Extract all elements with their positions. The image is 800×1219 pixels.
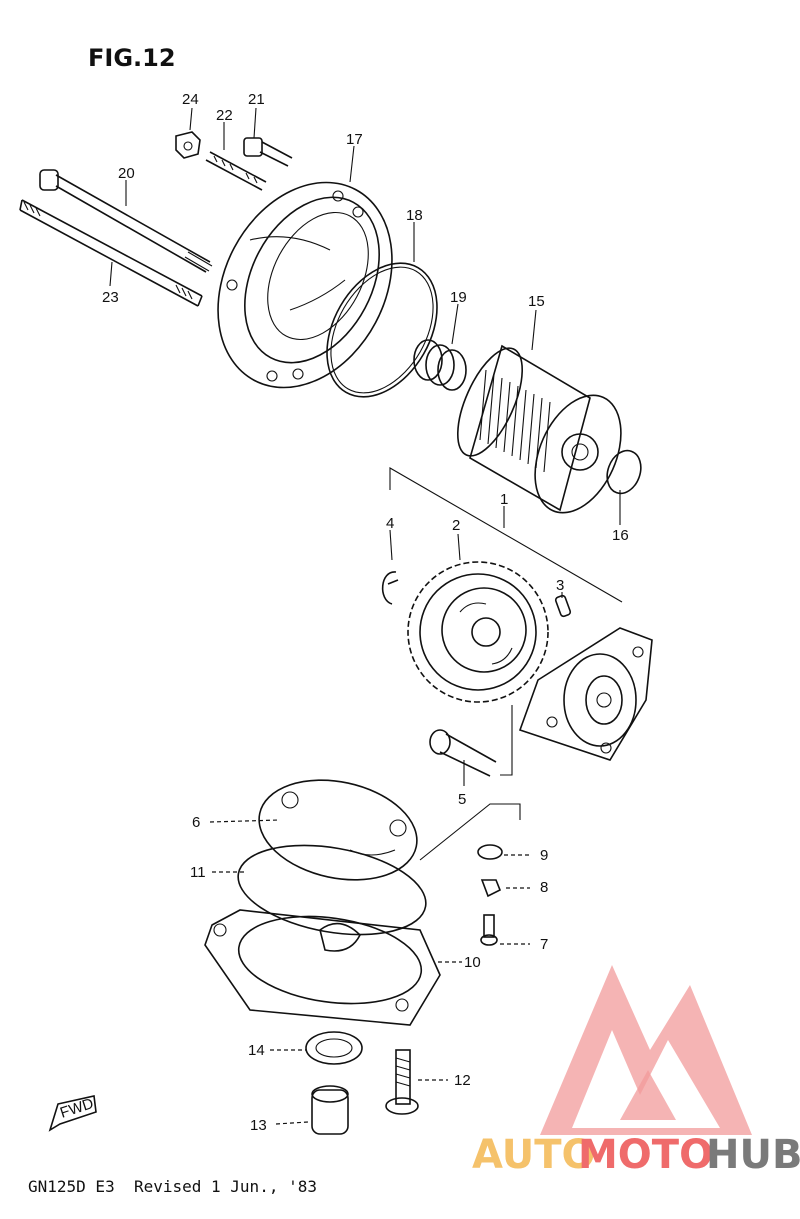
part-label-1: 1 bbox=[500, 491, 508, 508]
watermark-logo bbox=[540, 965, 752, 1135]
part-label-19: 19 bbox=[450, 289, 467, 306]
pin-3 bbox=[554, 594, 572, 618]
part-label-10: 10 bbox=[464, 954, 481, 971]
cover-10 bbox=[204, 909, 441, 1026]
part-label-20: 20 bbox=[118, 165, 135, 182]
part-label-22: 22 bbox=[216, 107, 233, 124]
bolt-7 bbox=[480, 914, 498, 946]
part-label-24: 24 bbox=[182, 91, 199, 108]
cover-17 bbox=[217, 181, 393, 389]
part-label-13: 13 bbox=[250, 1117, 267, 1134]
part-label-21: 21 bbox=[248, 91, 265, 108]
part-label-15: 15 bbox=[528, 293, 545, 310]
part-label-12: 12 bbox=[454, 1072, 471, 1089]
part-label-8: 8 bbox=[540, 879, 548, 896]
part-label-2: 2 bbox=[452, 517, 460, 534]
part-label-5: 5 bbox=[458, 791, 466, 808]
bolt-21 bbox=[243, 137, 293, 167]
part-label-14: 14 bbox=[248, 1042, 265, 1059]
o-ring-18 bbox=[326, 262, 438, 398]
part-label-9: 9 bbox=[540, 847, 548, 864]
clip-8 bbox=[480, 879, 502, 898]
long-bolt-20 bbox=[39, 169, 213, 273]
assembly-bracket bbox=[389, 467, 623, 603]
long-bolt-23 bbox=[19, 199, 203, 307]
part-label-17: 17 bbox=[346, 131, 363, 148]
fwd-arrow-icon bbox=[48, 1095, 97, 1132]
bolt-12 bbox=[385, 1049, 419, 1115]
part-label-3: 3 bbox=[556, 577, 564, 594]
plug-13 bbox=[311, 1085, 349, 1135]
seal-14 bbox=[305, 1031, 363, 1065]
nut-24 bbox=[175, 131, 201, 159]
stud-22 bbox=[205, 151, 267, 191]
bolt-5 bbox=[429, 729, 497, 777]
part-label-23: 23 bbox=[102, 289, 119, 306]
washer-9 bbox=[477, 844, 503, 860]
o-ring-16 bbox=[606, 449, 642, 495]
part-label-11: 11 bbox=[190, 864, 206, 881]
o-ring-11 bbox=[237, 844, 427, 936]
pump-body bbox=[518, 627, 653, 761]
part-label-18: 18 bbox=[406, 207, 423, 224]
footer-revision: GN125D E3 Revised 1 Jun., '83 bbox=[28, 1177, 317, 1196]
watermark-text-auto: AUTO bbox=[472, 1132, 596, 1178]
gasket-6 bbox=[258, 779, 418, 881]
part-label-6: 6 bbox=[192, 814, 200, 831]
spring-19 bbox=[413, 339, 467, 391]
watermark-text-hub: HUB bbox=[706, 1132, 800, 1178]
gear-2 bbox=[407, 561, 549, 703]
watermark-text-moto: MOTO bbox=[578, 1132, 713, 1178]
figure-title: FIG.12 bbox=[88, 44, 176, 72]
part-label-7: 7 bbox=[540, 936, 548, 953]
part-label-16: 16 bbox=[612, 527, 629, 544]
oil-filter-15 bbox=[456, 344, 622, 514]
clip-4 bbox=[381, 571, 399, 605]
part-label-4: 4 bbox=[386, 515, 394, 532]
